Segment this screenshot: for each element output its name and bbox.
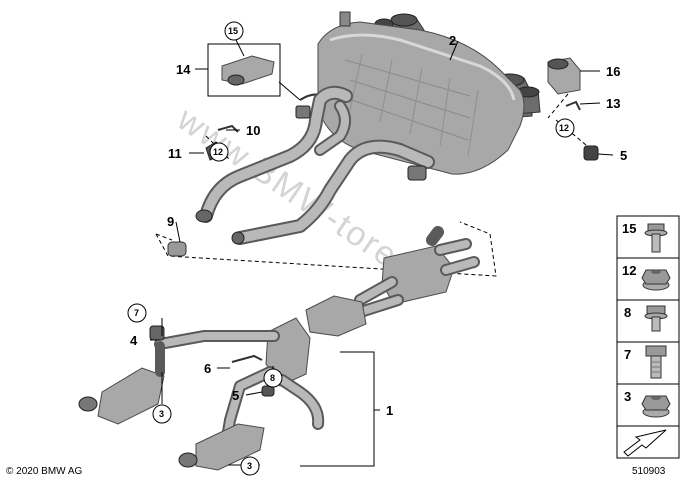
hex-nut-flange-icon — [641, 269, 671, 291]
callout-12a: 12 — [559, 123, 569, 133]
callout-7: 7 — [134, 308, 139, 318]
legend-arrow-box — [616, 425, 680, 459]
callout-10: 10 — [246, 123, 260, 138]
callout-8: 8 — [270, 373, 275, 383]
callout-9: 9 — [167, 214, 174, 229]
callout-labels: 2 15 14 16 13 12 5 10 11 12 9 7 4 6 8 5 … — [127, 21, 627, 476]
legend-item-8: 8 — [616, 299, 680, 343]
callout-15: 15 — [228, 26, 238, 36]
legend-item-3: 3 — [616, 383, 680, 427]
legend-label-8: 8 — [624, 305, 631, 320]
callout-12b: 12 — [213, 147, 223, 157]
diagram-number: 510903 — [632, 466, 666, 477]
callout-5b: 5 — [232, 388, 239, 403]
legend-item-15: 15 — [616, 215, 680, 259]
front-pipe-assembly — [78, 226, 480, 471]
direction-arrow-icon — [623, 429, 667, 457]
callout-2: 2 — [449, 33, 456, 48]
bolt-flange-icon — [644, 223, 668, 253]
bolt-short-icon — [644, 305, 668, 332]
fastener-legend: 15 12 8 — [616, 215, 680, 459]
copyright-text: © 2020 BMW AG — [6, 466, 83, 477]
legend-label-12: 12 — [622, 263, 636, 278]
callout-8-circle — [263, 368, 283, 388]
legend-label-3: 3 — [624, 389, 631, 404]
callout-1: 1 — [386, 403, 393, 418]
callout-4: 4 — [130, 333, 138, 348]
callout-15-circle — [224, 21, 244, 41]
callout-3a-circle — [152, 404, 172, 424]
rear-pipe-assembly — [195, 85, 435, 245]
callout-16: 16 — [606, 64, 620, 79]
callout-3b: 3 — [247, 461, 252, 471]
callout-13: 13 — [606, 96, 620, 111]
callout-5a: 5 — [620, 148, 627, 163]
rear-muffler — [299, 11, 541, 175]
callout-11: 11 — [168, 146, 182, 161]
legend-item-12: 12 — [616, 257, 680, 301]
callout-12b-circle — [209, 142, 229, 162]
legend-item-7: 7 — [616, 341, 680, 385]
leader-lines — [150, 39, 614, 467]
small-parts — [167, 43, 599, 257]
legend-label-15: 15 — [622, 221, 636, 236]
callout-6: 6 — [204, 361, 211, 376]
callout-14: 14 — [176, 62, 191, 77]
bolt-hex-icon — [645, 345, 667, 379]
callout-3b-circle — [240, 456, 260, 476]
callout-3a: 3 — [159, 409, 164, 419]
callout-7-circle — [127, 303, 147, 323]
legend-label-7: 7 — [624, 347, 631, 362]
callout-12a-circle — [555, 118, 575, 138]
hex-nut-icon — [641, 395, 671, 418]
